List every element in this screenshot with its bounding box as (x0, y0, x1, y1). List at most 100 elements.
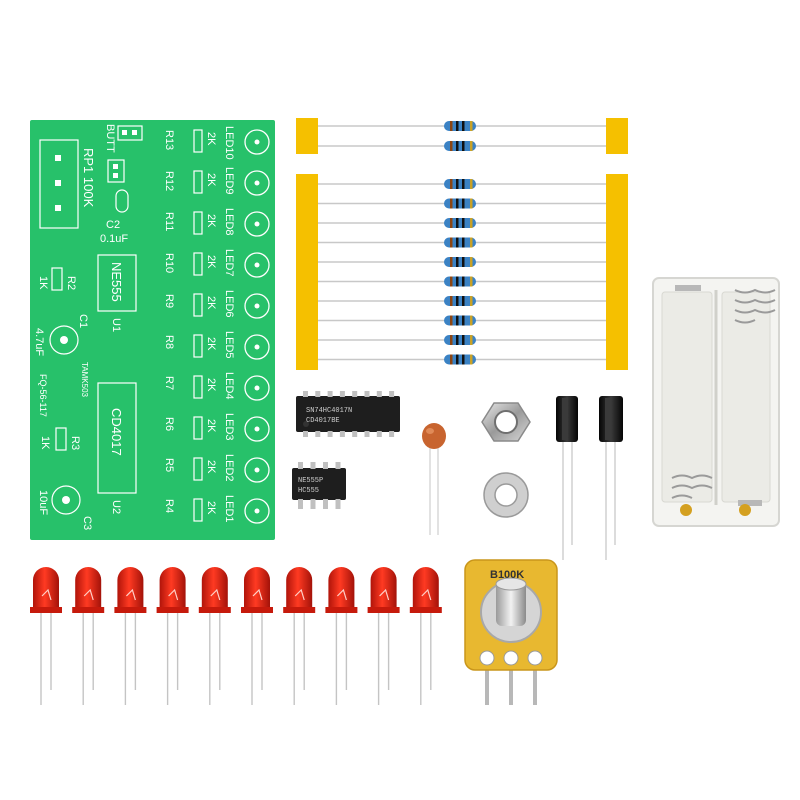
led-pad-hole (254, 467, 260, 473)
dip16-text-1: SN74HC4017N (306, 407, 352, 415)
pcb-board: BUTT RP1 100K C2 0.1uF NE555 U1 (30, 120, 275, 540)
resistor-band (470, 335, 473, 345)
led-flange (198, 607, 231, 613)
c3-label: C3 (81, 516, 93, 530)
resistor-band (462, 335, 465, 345)
resistor-footprint (193, 416, 203, 440)
maker-text: TAMK503 (80, 362, 89, 398)
led-flange (325, 607, 358, 613)
c2-value: 0.1uF (100, 233, 128, 245)
resistor-band (462, 257, 465, 267)
washer (483, 472, 529, 518)
r3-footprint: R3 1K (39, 427, 81, 451)
resistor-label: R10 (163, 253, 175, 273)
red-led (409, 567, 442, 705)
led-body (201, 567, 228, 612)
u2-label: U2 (110, 500, 122, 514)
led-die (41, 588, 52, 601)
r2-value: 1K (37, 276, 49, 290)
resistor-band (450, 335, 453, 345)
c1-footprint: C1 4.7uF (33, 314, 89, 356)
led-pad-ring (244, 293, 270, 319)
contact-bottom (738, 500, 762, 506)
resistor-band (462, 141, 465, 151)
ne555-label: NE555 (109, 262, 124, 302)
led-die (336, 588, 347, 601)
tape-top-right (606, 118, 628, 154)
resistor-band (470, 354, 473, 365)
resistor-band (450, 141, 453, 151)
led-pad-hole (254, 344, 260, 350)
red-led (30, 567, 62, 705)
ic-pin (315, 391, 321, 397)
resistor-value: 2K (205, 214, 217, 228)
red-led (367, 567, 400, 705)
resistor-band (456, 315, 459, 326)
resistor (318, 335, 606, 345)
ic-pin (389, 431, 395, 437)
led-label: LED2 (223, 454, 235, 482)
resistor-tape-strips (296, 118, 628, 370)
button-header: BUTT (104, 124, 143, 153)
red-leds (30, 567, 442, 705)
resistor-value: 2K (205, 255, 217, 269)
ic-pin (323, 462, 328, 469)
resistor-label: R5 (163, 458, 175, 472)
resistor-band (462, 121, 465, 131)
resistor-label: R12 (163, 171, 175, 191)
resistor-band (470, 237, 473, 248)
led-die (252, 588, 263, 601)
ic-pin (323, 499, 328, 509)
red-led (72, 567, 105, 705)
electrolytic-capacitor-1 (556, 396, 578, 560)
led-label: LED10 (223, 126, 235, 160)
led-body (244, 567, 270, 612)
red-led (198, 567, 231, 705)
solder-terminal-1 (680, 504, 692, 516)
led-body (75, 567, 102, 612)
resistor-footprint (193, 375, 203, 399)
resistor-band (456, 354, 459, 365)
solder-terminal-2 (739, 504, 751, 516)
dip16-text-2: CD4017BE (306, 417, 340, 425)
resistor-band (450, 237, 453, 248)
resistor (318, 296, 606, 306)
ic-pin (376, 391, 382, 397)
resistor-value: 2K (205, 296, 217, 310)
resistor-band (456, 257, 459, 267)
resistor-band (470, 198, 473, 209)
ic-pin (364, 431, 370, 437)
resistor-band (450, 218, 453, 228)
c3-footprint: 10uF C3 (37, 485, 93, 530)
led-pad-ring (244, 252, 270, 278)
resistor (318, 141, 606, 151)
resistor-band (470, 276, 473, 287)
pcb-row: LED2 2K R5 (163, 454, 270, 483)
resistor-value: 2K (205, 337, 217, 351)
resistor-band (462, 198, 465, 209)
resistor-value: 2K (205, 501, 217, 515)
resistor-band (450, 179, 453, 189)
resistor-band (456, 218, 459, 228)
led-flange (156, 607, 189, 613)
led-pad-hole (254, 221, 260, 227)
ic-pin (310, 462, 316, 469)
resistor-label: R4 (163, 499, 175, 513)
ic-pin (303, 391, 308, 397)
u2-footprint: CD4017 U2 (97, 382, 137, 514)
ic-pin (376, 431, 382, 437)
u1-footprint: NE555 U1 (97, 254, 137, 332)
ic-pin (335, 499, 341, 509)
resistor-band (456, 237, 459, 248)
resistor-band (450, 257, 453, 267)
resistor-value: 2K (205, 460, 217, 474)
led-body (328, 567, 355, 612)
resistor (318, 276, 606, 287)
led-die (125, 588, 136, 601)
resistor-footprint (193, 334, 203, 358)
ic-pin (310, 499, 316, 509)
resistor-label: R13 (163, 130, 175, 150)
resistor-band (462, 276, 465, 287)
